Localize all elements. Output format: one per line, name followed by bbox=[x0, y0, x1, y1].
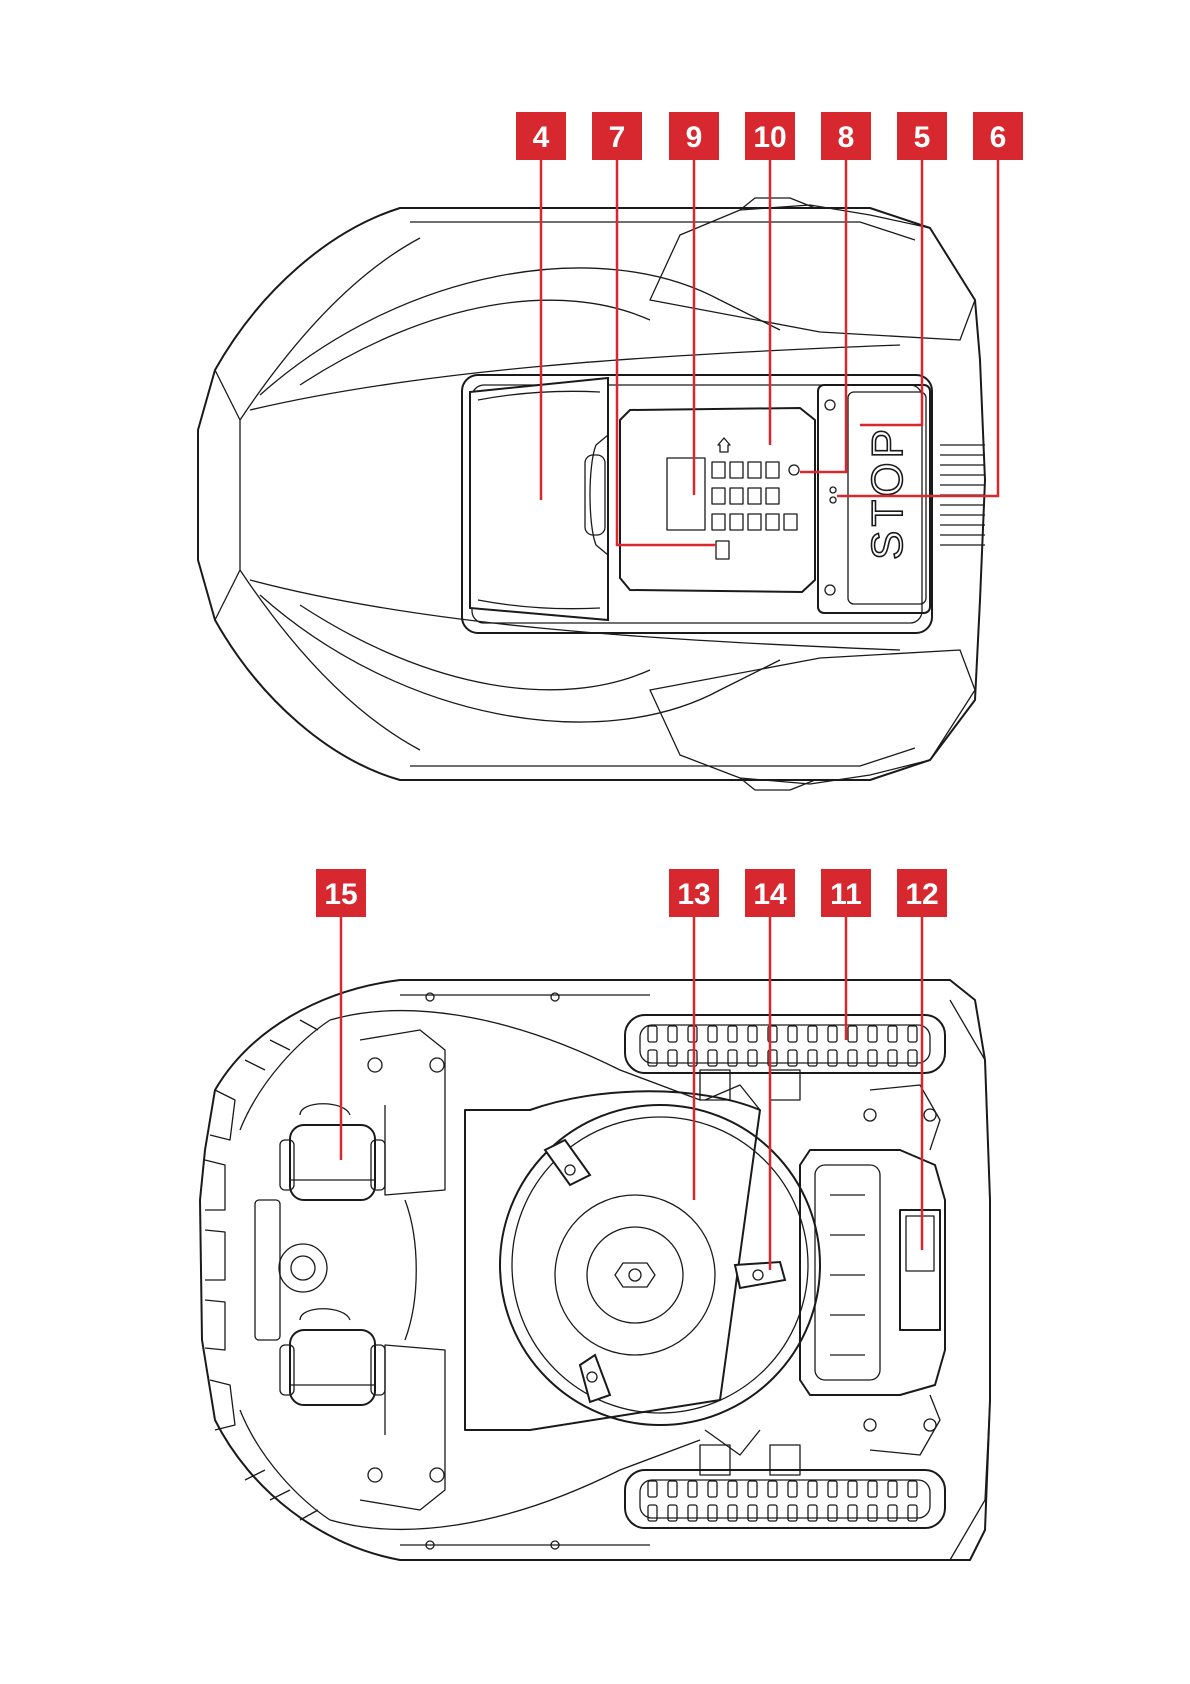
callouts-top: 4 7 9 10 8 5 6 bbox=[516, 112, 1023, 160]
tread-lug bbox=[808, 1026, 817, 1042]
display-lid bbox=[470, 378, 608, 620]
bottom-chassis-outline bbox=[200, 980, 990, 1560]
tread-lug bbox=[728, 1481, 737, 1497]
callout-15: 15 bbox=[316, 869, 366, 917]
tread-lug bbox=[888, 1481, 897, 1497]
rear-wheel-arch-lower bbox=[650, 650, 975, 784]
tread-lug bbox=[788, 1026, 797, 1042]
front-caster-upper bbox=[280, 1104, 385, 1200]
callout-label-8: 8 bbox=[838, 121, 855, 154]
tread-lug bbox=[708, 1481, 717, 1497]
tread-lug bbox=[688, 1026, 697, 1042]
callout-label-11: 11 bbox=[830, 878, 862, 911]
small-key bbox=[716, 541, 729, 559]
keypad-keys bbox=[712, 462, 797, 530]
callout-14: 14 bbox=[745, 869, 795, 917]
tread-lug bbox=[688, 1481, 697, 1497]
bottom-view bbox=[200, 915, 990, 1560]
tread-lug bbox=[908, 1481, 917, 1497]
tread-lug bbox=[648, 1026, 657, 1042]
blade-hub-ring bbox=[555, 1195, 715, 1355]
tread-lug bbox=[848, 1481, 857, 1497]
tread-lug bbox=[768, 1481, 777, 1497]
home-icon bbox=[718, 438, 730, 452]
tread-lug bbox=[868, 1481, 877, 1497]
keypad-panel bbox=[620, 408, 815, 592]
tread-lug bbox=[828, 1481, 837, 1497]
callout-label-14: 14 bbox=[753, 878, 787, 911]
caster-arc bbox=[405, 1200, 416, 1340]
callout-label-12: 12 bbox=[905, 878, 938, 911]
callout-label-6: 6 bbox=[990, 121, 1007, 154]
front-skirt bbox=[205, 1020, 318, 1520]
tread-lug bbox=[668, 1481, 677, 1497]
rear-wheel-arch-upper bbox=[650, 205, 975, 340]
callouts-bottom: 15 13 14 11 12 bbox=[316, 869, 947, 917]
cutting-blades bbox=[545, 1140, 785, 1402]
callout-11: 11 bbox=[821, 869, 871, 917]
tread-lug bbox=[808, 1481, 817, 1497]
tread-lug bbox=[668, 1026, 677, 1042]
blade-deck-plate bbox=[465, 1091, 760, 1430]
tread-lug bbox=[908, 1026, 917, 1042]
status-led-a bbox=[830, 487, 836, 493]
lcd-display bbox=[667, 458, 705, 530]
callout-5: 5 bbox=[897, 112, 947, 160]
callout-label-13: 13 bbox=[677, 878, 710, 911]
tread-lug bbox=[648, 1481, 657, 1497]
motor-vents bbox=[830, 1195, 865, 1355]
callout-label-5: 5 bbox=[914, 121, 931, 154]
callout-12: 12 bbox=[897, 869, 947, 917]
top-view: STOP bbox=[198, 158, 998, 790]
power-key bbox=[789, 465, 799, 475]
status-led-b bbox=[830, 497, 836, 503]
callout-8: 8 bbox=[821, 112, 871, 160]
tread-lug bbox=[748, 1026, 757, 1042]
tread-lug bbox=[848, 1026, 857, 1042]
front-caster-lower bbox=[280, 1309, 385, 1405]
callout-label-4: 4 bbox=[533, 121, 550, 154]
tread-lug bbox=[728, 1026, 737, 1042]
callout-10: 10 bbox=[745, 112, 795, 160]
callout-label-10: 10 bbox=[753, 121, 786, 154]
nose-lines bbox=[215, 238, 420, 750]
callout-label-9: 9 bbox=[686, 121, 703, 154]
stop-label: STOP bbox=[863, 425, 912, 560]
tread-lug bbox=[708, 1026, 717, 1042]
callout-7: 7 bbox=[592, 112, 642, 160]
front-sensor bbox=[279, 1244, 327, 1292]
callout-6: 6 bbox=[973, 112, 1023, 160]
callout-label-15: 15 bbox=[324, 878, 357, 911]
blade-hub-nut bbox=[615, 1263, 655, 1287]
callout-9: 9 bbox=[669, 112, 719, 160]
tread-lug bbox=[828, 1026, 837, 1042]
tread-lug bbox=[888, 1026, 897, 1042]
chassis-screws bbox=[426, 993, 559, 1549]
tread-lug bbox=[868, 1026, 877, 1042]
callout-label-7: 7 bbox=[609, 121, 626, 154]
callout-4: 4 bbox=[516, 112, 566, 160]
tread-lug bbox=[788, 1481, 797, 1497]
callout-13: 13 bbox=[669, 869, 719, 917]
tread-lug bbox=[748, 1481, 757, 1497]
